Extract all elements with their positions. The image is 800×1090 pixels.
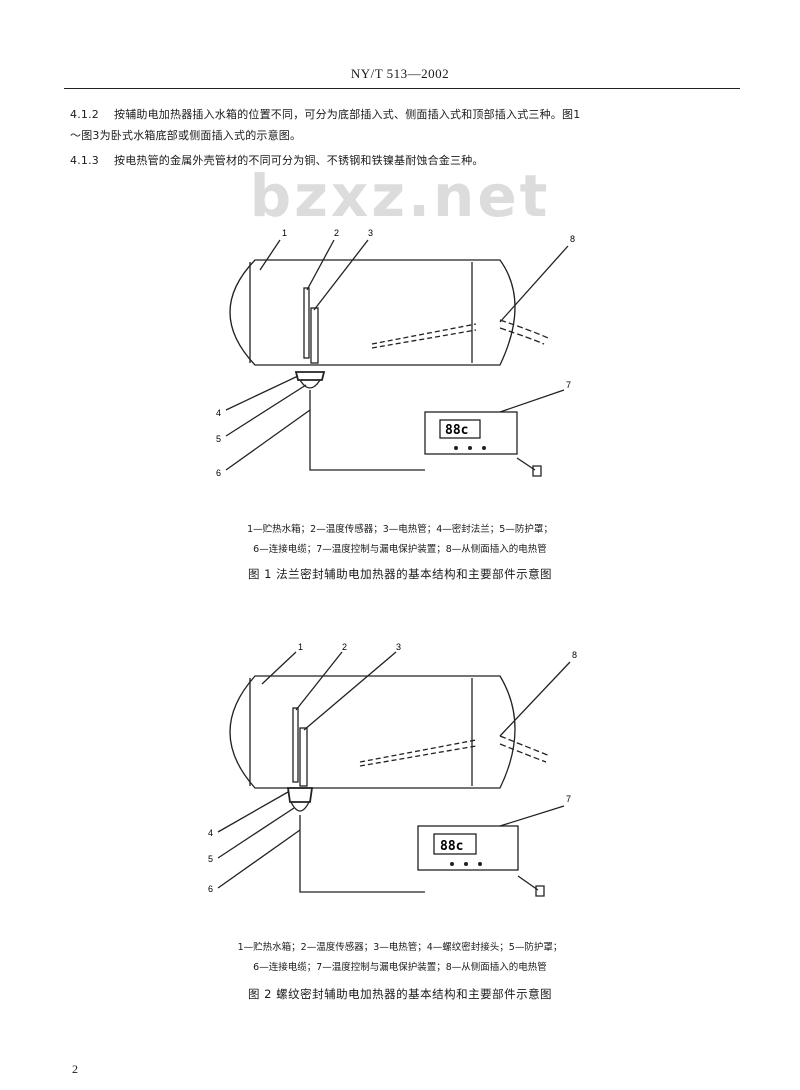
tank-outline — [229, 259, 516, 366]
figure-1-legend: 1—贮热水箱；2—温度传感器；3—电热管；4—密封法兰；5—防护罩； 6—连接电… — [150, 520, 650, 560]
side-tube-cable — [499, 735, 551, 763]
figure-1-caption: 图 1 法兰密封辅助电加热器的基本结构和主要部件示意图 — [247, 567, 553, 581]
temperature-sensor — [292, 707, 299, 783]
part-label-3: 3 — [368, 228, 373, 238]
leader-3 — [313, 239, 369, 311]
legend-line: 1—贮热水箱；2—温度传感器；3—电热管；4—螺纹密封接头；5—防护罩； — [237, 942, 563, 953]
controller-box — [417, 825, 519, 871]
control-button — [468, 446, 472, 450]
legend-line: 1—贮热水箱；2—温度传感器；3—电热管；4—密封法兰；5—防护罩； — [247, 524, 553, 535]
leader-4 — [225, 375, 299, 411]
control-button — [478, 862, 482, 866]
part-label-4: 4 — [208, 828, 213, 838]
connection-cable — [309, 390, 425, 471]
heating-tube — [310, 307, 319, 364]
protective-cover — [299, 379, 321, 389]
leader-4 — [217, 791, 289, 833]
header-rule — [64, 88, 740, 89]
part-label-2: 2 — [334, 228, 339, 238]
heating-tube — [299, 727, 308, 787]
power-cord — [516, 457, 536, 471]
figure-1-diagram: 88c 1 2 3 4 5 6 7 8 — [216, 228, 575, 478]
page-number: 2 — [72, 1062, 78, 1076]
figure-2-diagram: 88c 1 2 3 4 5 6 7 8 — [208, 642, 577, 897]
clause-number: 4.1.2 — [70, 108, 99, 121]
controller-display-reading: 88c — [445, 423, 468, 438]
leader-2 — [295, 651, 343, 711]
leader-8 — [499, 661, 571, 737]
standard-number-header: NY/T 513—2002 — [350, 66, 450, 81]
paragraph-4-1-2: 4.1.2 按辅助电加热器插入水箱的位置不同，可分为底部插入式、侧面插入式和顶部插… — [70, 104, 740, 146]
heating-tube-side — [371, 323, 477, 349]
connection-cable — [299, 815, 425, 893]
part-label-2: 2 — [342, 642, 347, 652]
control-button — [464, 862, 468, 866]
control-button — [454, 446, 458, 450]
leader-3 — [303, 651, 397, 731]
paragraph-text: 按辅助电加热器插入水箱的位置不同，可分为底部插入式、侧面插入式和顶部插入式三种。… — [114, 108, 581, 121]
legend-line: 6—连接电缆；7—温度控制与漏电保护装置；8—从侧面插入的电热管 — [253, 962, 547, 973]
side-tube-cable — [499, 319, 549, 345]
temperature-sensor — [303, 287, 310, 359]
part-label-5: 5 — [208, 854, 213, 864]
heating-tube-side — [359, 739, 477, 767]
part-label-1: 1 — [282, 228, 287, 238]
controller-display — [439, 419, 481, 439]
controller-display — [433, 833, 477, 855]
leader-1 — [259, 239, 281, 271]
power-plug — [535, 885, 545, 897]
watermark: bzxz.net — [249, 162, 551, 230]
leader-7 — [499, 389, 565, 413]
part-label-4: 4 — [216, 408, 221, 418]
part-label-5: 5 — [216, 434, 221, 444]
power-plug — [532, 465, 542, 477]
part-label-8: 8 — [572, 650, 577, 660]
paragraph-line: ～图3为卧式水箱底部或侧面插入式的示意图。 — [70, 129, 302, 142]
leader-2 — [306, 239, 335, 291]
clause-number: 4.1.3 — [70, 154, 99, 167]
threaded-joint — [286, 787, 314, 803]
leader-5 — [225, 384, 307, 437]
control-button — [450, 862, 454, 866]
part-label-1: 1 — [298, 642, 303, 652]
part-label-6: 6 — [216, 468, 221, 478]
leader-6 — [225, 409, 311, 471]
part-label-8: 8 — [570, 234, 575, 244]
protective-cover — [290, 801, 310, 812]
leader-7 — [499, 805, 565, 827]
leader-6 — [217, 829, 301, 889]
leader-8 — [499, 245, 569, 323]
part-label-6: 6 — [208, 884, 213, 894]
leader-5 — [217, 807, 295, 859]
controller-display-reading: 88c — [440, 839, 463, 854]
part-label-7: 7 — [566, 380, 571, 390]
controller-box — [424, 411, 518, 455]
legend-line: 6—连接电缆；7—温度控制与漏电保护装置；8—从侧面插入的电热管 — [253, 544, 547, 555]
control-button — [482, 446, 486, 450]
figure-2-legend: 1—贮热水箱；2—温度传感器；3—电热管；4—螺纹密封接头；5—防护罩； 6—连… — [150, 938, 650, 978]
tank-outline — [229, 675, 516, 789]
part-label-7: 7 — [566, 794, 571, 804]
leader-1 — [261, 651, 297, 685]
sealing-flange — [294, 371, 326, 381]
paragraph-line: 4.1.2 按辅助电加热器插入水箱的位置不同，可分为底部插入式、侧面插入式和顶部插… — [70, 104, 740, 125]
figure-2-caption: 图 2 螺纹密封辅助电加热器的基本结构和主要部件示意图 — [247, 987, 553, 1001]
paragraph-text: 按电热管的金属外壳管材的不同可分为铜、不锈钢和铁镍基耐蚀合金三种。 — [114, 154, 484, 167]
power-cord — [517, 875, 539, 891]
part-label-3: 3 — [396, 642, 401, 652]
paragraph-4-1-3: 4.1.3 按电热管的金属外壳管材的不同可分为铜、不锈钢和铁镍基耐蚀合金三种。 — [70, 150, 740, 171]
